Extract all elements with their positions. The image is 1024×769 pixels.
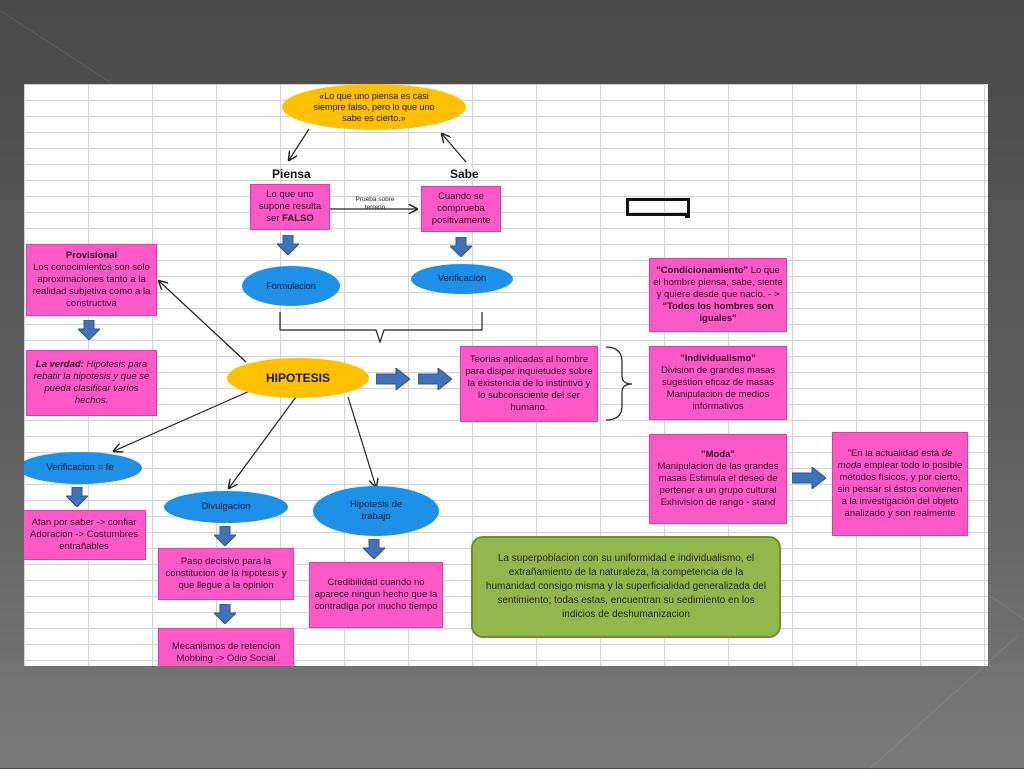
deshumanizacion-summary-box: La superpoblacion con su uniformidad e i… — [471, 536, 781, 638]
block-arrow-down-icon — [214, 604, 236, 624]
brace-formulacion-verificacion — [279, 312, 483, 344]
sabe-box: Cuando se comprueba positivamente — [421, 186, 501, 232]
actualidad-text-em: de moda — [837, 448, 953, 471]
moda-title: "Moda" — [701, 449, 735, 460]
condicionamiento-title: "Condicionamiento" — [656, 265, 749, 276]
piensa-label: Piensa — [272, 167, 311, 181]
moda-box: "Moda" Manipulacion de las grandes masas… — [649, 434, 787, 524]
connector-quote-to-piensa — [289, 128, 310, 160]
actualidad-box: "En la actualidad está de moda emplear t… — [832, 432, 968, 536]
block-arrow-right-icon — [418, 368, 452, 390]
block-arrow-right-icon — [376, 368, 410, 390]
divulgacion-ellipse: Divulgacion — [164, 491, 288, 523]
hipotesis-ellipse: HIPOTESIS — [227, 358, 369, 398]
formulacion-ellipse: Formulacion — [242, 266, 340, 306]
selection-handle[interactable] — [685, 213, 690, 218]
piensa-box: Lo que uno supone resulta ser FALSO — [250, 184, 330, 230]
condicionamiento-text: Lo que el hombre piensa, sabe, siente y … — [653, 265, 783, 300]
verificacion-ellipse: Verificacion — [411, 264, 513, 294]
connector-hipotesis-to-trabajo — [347, 396, 376, 487]
individualismo-text: Division de grandes masas sugestion efic… — [660, 365, 776, 412]
block-arrow-down-icon — [363, 539, 385, 559]
block-arrow-right-icon — [792, 467, 826, 489]
block-arrow-down-icon — [450, 237, 472, 257]
condicionamiento-box: "Condicionamiento" Lo que el hombre pien… — [649, 258, 787, 332]
block-arrow-down-icon — [66, 487, 88, 507]
provisional-box: Provisional Los conocimientos son solo a… — [26, 244, 157, 316]
hipotesis-trabajo-ellipse: Hipotesis de trabajo — [313, 486, 439, 536]
verificacion-fe-ellipse: Verificacion = fe — [24, 452, 142, 484]
actualidad-text-pre: "En la actualidad está — [847, 448, 942, 459]
credibilidad-box: Credibilidad cuando no aparece ningun he… — [309, 562, 443, 628]
bracket-teorias — [605, 346, 633, 421]
prueba-sobre-terreno-label: Prueba sobre terreno — [355, 196, 395, 211]
individualismo-box: "Individualismo" Division de grandes mas… — [649, 346, 787, 420]
la-verdad-text: Hipotesis para rebatir la hipotesis y qu… — [33, 359, 150, 406]
quote-text: «Lo que uno piensa es casi siempre falso… — [313, 90, 435, 123]
block-arrow-down-icon — [277, 235, 299, 255]
la-verdad-box: La verdad: Hipotesis para rebatir la hip… — [26, 350, 157, 416]
connector-hipotesis-to-divulgacion — [229, 396, 297, 488]
piensa-box-text: Lo que uno supone resulta ser — [258, 189, 322, 224]
block-arrow-down-icon — [214, 526, 236, 546]
afan-box: Afan por saber -> confiar Adoracion -> C… — [24, 510, 146, 560]
spreadsheet-canvas: «Lo que uno piensa es casi siempre falso… — [24, 84, 988, 666]
connector-hipotesis-to-provisional — [159, 281, 247, 363]
sabe-label: Sabe — [450, 167, 479, 181]
paso-decisivo-box: Paso decisivo para la constitucion de la… — [158, 548, 294, 600]
condicionamiento-todos: "Todos los hombres son iguales" — [662, 301, 774, 324]
quote-ellipse: «Lo que uno piensa es casi siempre falso… — [282, 84, 466, 130]
actualidad-text-post: emplear todo lo posible métodos físicos,… — [837, 460, 963, 519]
block-arrow-down-icon — [78, 320, 100, 340]
la-verdad-title: La verdad: — [35, 359, 84, 370]
provisional-title: Provisional — [65, 250, 118, 261]
piensa-box-falso: FALSO — [282, 213, 314, 224]
teorias-box: Teorias aplicadas al hombre para disipar… — [460, 346, 598, 422]
individualismo-title: "Individualismo" — [680, 353, 756, 364]
connector-layer — [24, 128, 633, 666]
selected-cell[interactable] — [626, 198, 690, 216]
provisional-text: Los conocimientos son solo aproximacione… — [32, 262, 151, 309]
connector-sabe-to-quote — [442, 134, 467, 163]
background-line — [0, 10, 126, 93]
mecanismos-box: Mecanismos de retencion Mobbing -> Odio … — [158, 628, 294, 666]
moda-text: Manipulacion de las grandes masas Estimu… — [657, 461, 779, 508]
connector-hipotesis-to-verificacion-fe — [114, 389, 253, 451]
